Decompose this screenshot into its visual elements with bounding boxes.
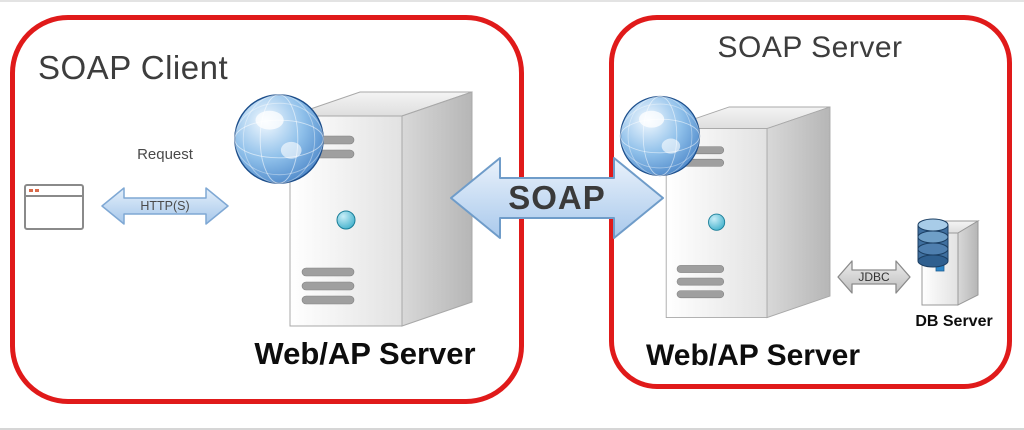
request-arrow-icon [101,187,229,225]
db-server-caption: DB Server [915,313,993,330]
jdbc-arrow-icon [837,260,911,294]
soap-arrow-icon [450,157,664,239]
left-server-caption: Web/AP Server [254,336,476,371]
soap-client-title: SOAP Client [38,49,229,86]
request-label: Request [137,146,193,163]
server-tower-icon [289,91,473,327]
soap-label: SOAP [508,179,606,216]
globe-icon [619,95,701,177]
http-label: HTTP(S) [140,199,190,213]
globe-icon [234,94,324,184]
soap-server-title: SOAP Server [717,31,903,64]
db-server-icon [917,218,980,306]
jdbc-label: JDBC [858,270,890,284]
browser-window-icon [24,184,84,230]
database-icon [917,218,949,268]
right-server-caption: Web/AP Server [646,339,860,372]
server-tower-icon [665,106,831,319]
